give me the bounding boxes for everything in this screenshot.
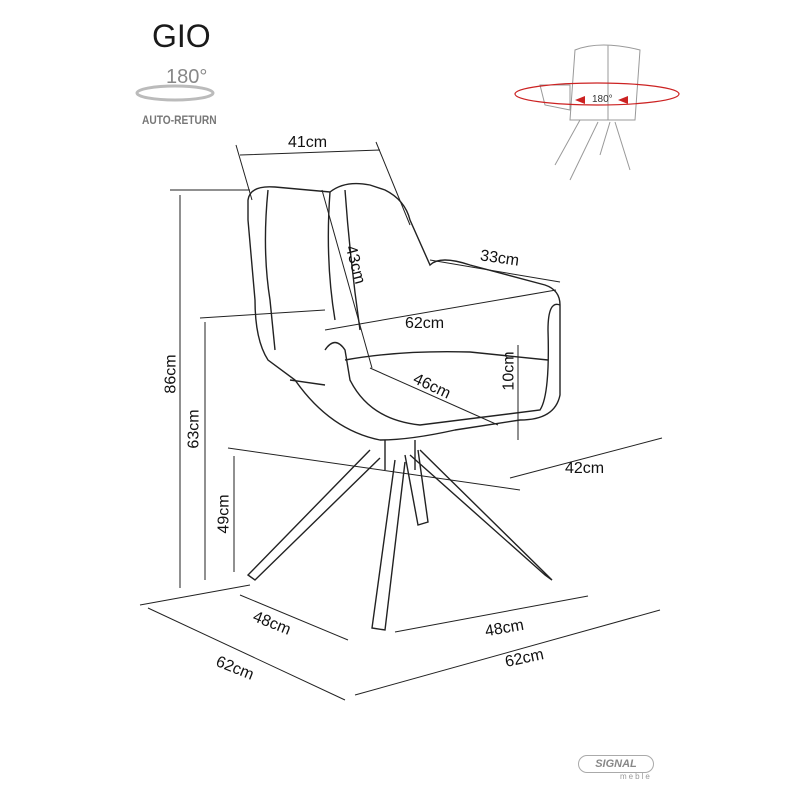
leg — [409, 449, 553, 581]
brand-logo: SIGNAL — [578, 755, 654, 773]
dim-63 — [199, 309, 326, 580]
dim-62-seat — [324, 289, 557, 331]
brand-subtitle: meble — [620, 772, 652, 781]
product-title: GIO — [152, 18, 211, 54]
back-seam — [327, 191, 336, 321]
back-seam — [344, 189, 361, 331]
dim-label-armrest-height: 10cm — [500, 351, 518, 391]
leg — [404, 449, 429, 526]
dim-label-backrest-width: 41cm — [288, 134, 328, 151]
inset-chair-back-view — [539, 44, 641, 181]
dim-62-right — [354, 609, 661, 696]
dim-label-seat-height: 49cm — [215, 494, 233, 534]
auto-return-label: AUTO-RETURN — [142, 113, 217, 127]
back-seam — [264, 189, 276, 351]
dim-33 — [429, 259, 561, 283]
dim-48-right — [394, 595, 589, 633]
dim-86 — [170, 189, 250, 588]
dim-label-seat-width: 62cm — [405, 315, 445, 332]
armrest — [324, 303, 561, 426]
inset-rotation-label: 180° — [592, 94, 613, 105]
dim-46 — [369, 367, 499, 426]
dim-62-left — [139, 584, 346, 701]
leg — [371, 459, 406, 631]
seat-front — [344, 350, 549, 361]
dim-48-left — [239, 594, 349, 641]
rotation-arrow-icon — [135, 84, 215, 102]
leg — [246, 449, 381, 581]
seat-underside — [289, 379, 326, 386]
dim-label-armrest-floor-height: 63cm — [185, 409, 203, 449]
swivel-post — [384, 440, 416, 470]
dim-label-depth: 42cm — [565, 460, 605, 477]
dim-label-total-height: 86cm — [162, 354, 180, 394]
rotation-degrees: 180° — [166, 66, 208, 88]
chair-backrest — [247, 182, 561, 441]
dim-42 — [227, 437, 663, 491]
rotation-ellipse-icon — [514, 82, 680, 106]
dim-43 — [321, 189, 373, 369]
dim-41 — [235, 141, 411, 226]
